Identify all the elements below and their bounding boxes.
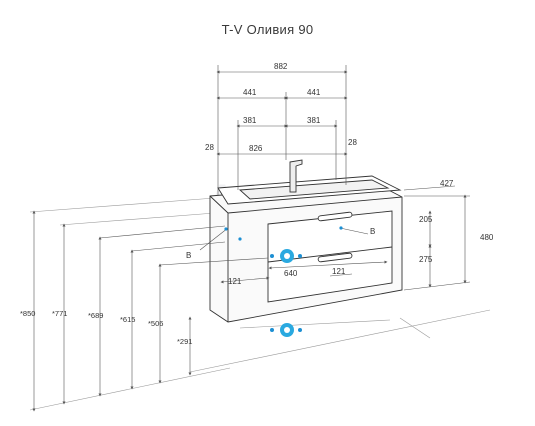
- dim-basin-width: 826: [249, 144, 263, 153]
- dim-drawer-width: 640: [284, 269, 298, 278]
- dim-total-height: 480: [480, 233, 494, 242]
- dim-edge-left: 28: [205, 143, 214, 152]
- floor-lines: [29, 197, 491, 411]
- dim-handle-right: 121: [332, 267, 346, 276]
- dim-height-850: *850: [20, 309, 35, 318]
- dim-half-right: 441: [307, 88, 321, 97]
- dim-inner-right: 381: [307, 116, 321, 125]
- top-dimension-lines: [216, 65, 348, 195]
- dim-height-291: *291: [177, 337, 192, 346]
- left-height-lines: [32, 210, 269, 412]
- dim-half-left: 441: [243, 88, 257, 97]
- dim-handle-left: 121: [228, 277, 242, 286]
- connection-markers: [224, 226, 343, 337]
- dim-edge-right: 28: [348, 138, 357, 147]
- dim-depth: 427: [440, 179, 454, 188]
- dim-height-615: *615: [120, 315, 135, 324]
- right-dimension-lines: [403, 185, 471, 291]
- dim-inner-left: 381: [243, 116, 257, 125]
- dim-top-drawer: 205: [419, 215, 433, 224]
- dim-bottom-drawer: 275: [419, 255, 433, 264]
- washbasin: [217, 159, 402, 205]
- drawer-dimension-lines: [199, 227, 388, 284]
- callout-b-left: B: [186, 251, 191, 260]
- vanity-cabinet: [209, 182, 403, 323]
- dim-height-771: *771: [52, 309, 67, 318]
- dim-height-689: *689: [88, 311, 103, 320]
- callout-b-right: B: [370, 227, 375, 236]
- dim-height-506: *506: [148, 319, 163, 328]
- diagram-title: T-V Оливия 90: [221, 22, 314, 37]
- dim-overall-width: 882: [274, 62, 288, 71]
